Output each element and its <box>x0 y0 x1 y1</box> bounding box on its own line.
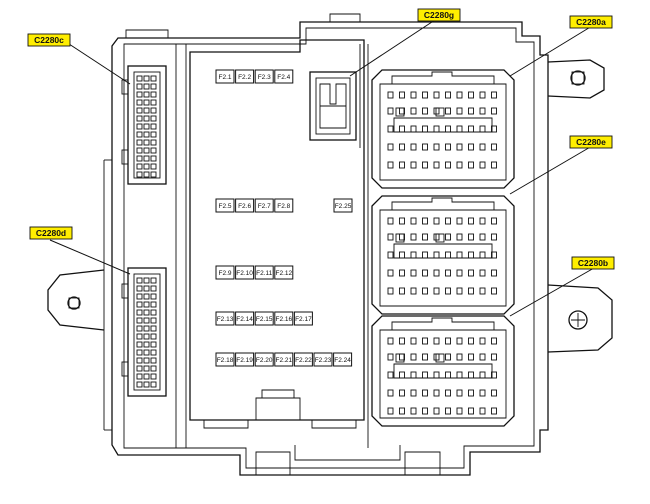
fuse-label: F2.6 <box>238 203 251 210</box>
connector-c2280b <box>371 315 515 427</box>
callout-c2280d-label: C2280d <box>36 228 66 238</box>
fuse-label: F2.20 <box>256 357 273 364</box>
callout-c2280e: C2280e <box>569 135 613 149</box>
fuse-f2-9: F2.9 <box>215 265 235 280</box>
fuse-f2-2: F2.2 <box>235 69 255 84</box>
fuse-f2-4: F2.4 <box>274 69 294 84</box>
callout-c2280a: C2280a <box>569 15 613 29</box>
fuse-f2-12: F2.12 <box>274 265 294 280</box>
fuse-f2-1: F2.1 <box>215 69 235 84</box>
connector-c2280d <box>121 267 167 397</box>
fuse-f2-3: F2.3 <box>254 69 274 84</box>
fuse-label: F2.12 <box>275 270 292 277</box>
fuse-label: F2.11 <box>256 270 273 277</box>
fuse-label: F2.5 <box>218 203 231 210</box>
connector-c2280c <box>121 65 167 185</box>
callout-c2280a-label: C2280a <box>576 17 606 27</box>
fuse-f2-15: F2.15 <box>254 311 274 326</box>
fuse-label: F2.15 <box>256 316 273 323</box>
fuse-f2-11: F2.11 <box>254 265 274 280</box>
leader-lines <box>49 17 595 317</box>
fuse-f2-20: F2.20 <box>254 352 274 367</box>
fuse-label: F2.8 <box>277 203 290 210</box>
fuse-f2-21: F2.21 <box>274 352 294 367</box>
fuse-label: F2.13 <box>217 316 234 323</box>
callout-c2280e-label: C2280e <box>576 137 606 147</box>
fuse-f2-19: F2.19 <box>235 352 255 367</box>
fuse-label: F2.25 <box>335 203 352 210</box>
callout-c2280b-label: C2280b <box>578 258 608 268</box>
fuse-f2-7: F2.7 <box>254 198 274 213</box>
fuse-label: F2.24 <box>334 357 351 364</box>
fuse-label: F2.14 <box>236 316 253 323</box>
fuse-label: F2.23 <box>315 357 332 364</box>
fuse-label: F2.18 <box>217 357 234 364</box>
fuse-panel: F2.1 F2.2 F2.3 F2.4F2.5 F2.6 F2.7 F2.8 F2.25F2.… <box>215 69 353 367</box>
fuse-f2-6: F2.6 <box>235 198 255 213</box>
fuse-label: F2.3 <box>258 74 271 81</box>
fuse-label: F2.19 <box>236 357 253 364</box>
fuse-label: F2.10 <box>236 270 253 277</box>
fuse-f2-25: F2.25 <box>333 198 353 213</box>
fuse-label: F2.21 <box>275 357 292 364</box>
fuse-f2-17: F2.17 <box>293 311 313 326</box>
connector-c2280g <box>309 71 357 141</box>
callout-c2280c-label: C2280c <box>34 35 64 45</box>
callout-c2280g-label: C2280g <box>424 10 454 20</box>
fuse-f2-16: F2.16 <box>274 311 294 326</box>
fuse-label: F2.17 <box>295 316 312 323</box>
callout-c2280c: C2280c <box>27 33 71 47</box>
callout-c2280b: C2280b <box>571 256 615 270</box>
fuse-label: F2.2 <box>238 74 251 81</box>
fuse-f2-13: F2.13 <box>215 311 235 326</box>
fuse-label: F2.9 <box>218 270 231 277</box>
fuse-f2-22: F2.22 <box>293 352 313 367</box>
fuse-f2-8: F2.8 <box>274 198 294 213</box>
fuse-f2-5: F2.5 <box>215 198 235 213</box>
fuse-f2-18: F2.18 <box>215 352 235 367</box>
fuse-label: F2.4 <box>277 74 290 81</box>
fuse-f2-10: F2.10 <box>235 265 255 280</box>
callout-c2280g: C2280g <box>417 8 461 22</box>
fuse-f2-14: F2.14 <box>235 311 255 326</box>
fuse-f2-24: F2.24 <box>333 352 353 367</box>
fuse-label: F2.22 <box>295 357 312 364</box>
housing-outline <box>47 13 613 476</box>
callout-c2280d: C2280d <box>29 226 73 240</box>
fuse-label: F2.7 <box>258 203 271 210</box>
fuse-label: F2.1 <box>218 74 231 81</box>
connector-c2280a <box>371 69 515 189</box>
fuse-f2-23: F2.23 <box>313 352 333 367</box>
connector-c2280e <box>371 195 515 315</box>
fuse-label: F2.16 <box>275 316 292 323</box>
